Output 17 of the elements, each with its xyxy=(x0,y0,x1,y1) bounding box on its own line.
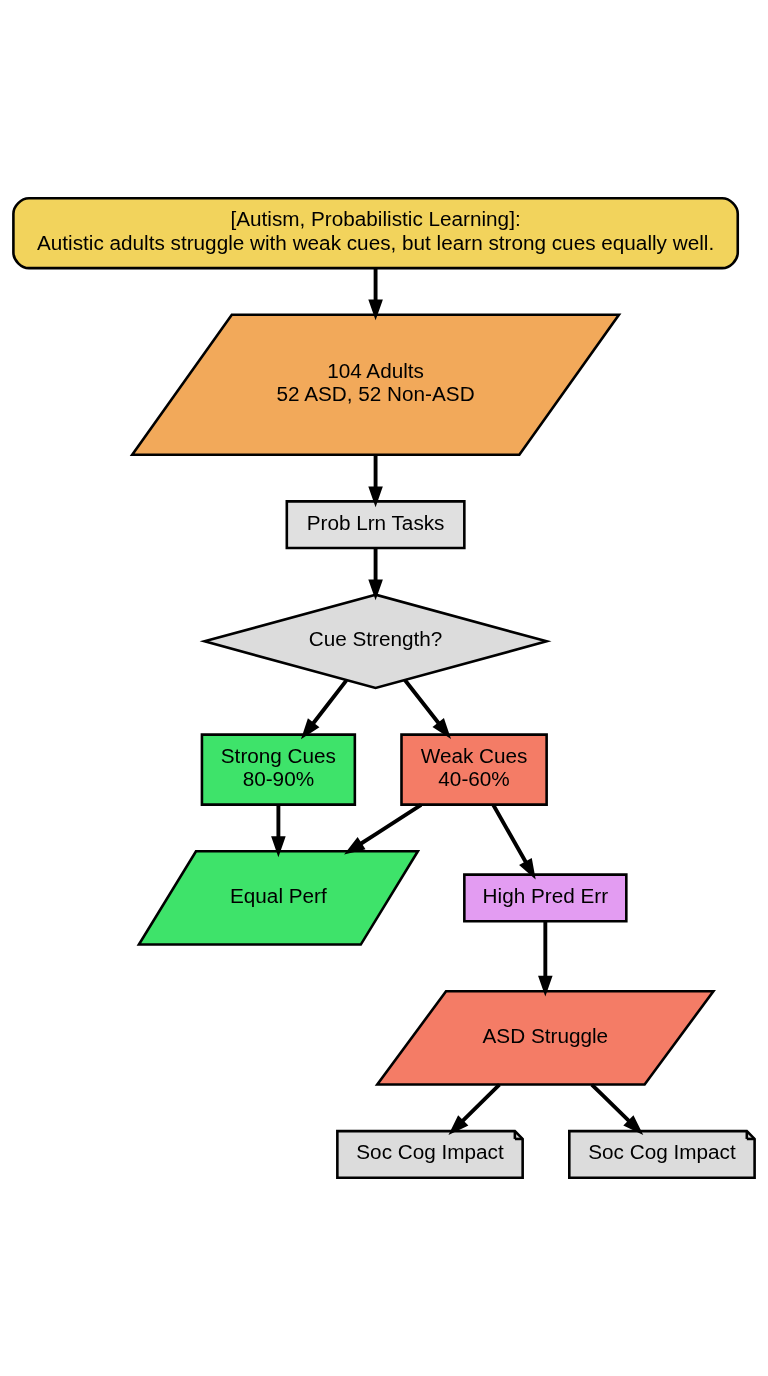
arrow xyxy=(448,1083,501,1135)
arrow xyxy=(271,804,286,858)
arrow xyxy=(403,678,452,739)
arrow xyxy=(368,454,383,508)
arrow xyxy=(538,921,553,997)
node-box: Weak Cues 40-60% xyxy=(400,733,548,806)
arrow xyxy=(491,804,536,880)
arrow xyxy=(344,803,423,855)
node-box: Strong Cues 80-90% xyxy=(200,733,357,806)
arrow xyxy=(368,548,383,601)
arrow xyxy=(590,1083,644,1135)
arrow xyxy=(368,268,383,321)
node-diamond: Cue Strength? xyxy=(199,593,552,690)
node-box: Prob Lrn Tasks xyxy=(285,500,466,550)
node-box: [Autism, Probabilistic Learning]: Autistic adults struggle with weak cues, but learn strong cues equally well. xyxy=(12,196,740,270)
arrow xyxy=(300,679,348,740)
node-box: High Pred Err xyxy=(463,873,628,923)
